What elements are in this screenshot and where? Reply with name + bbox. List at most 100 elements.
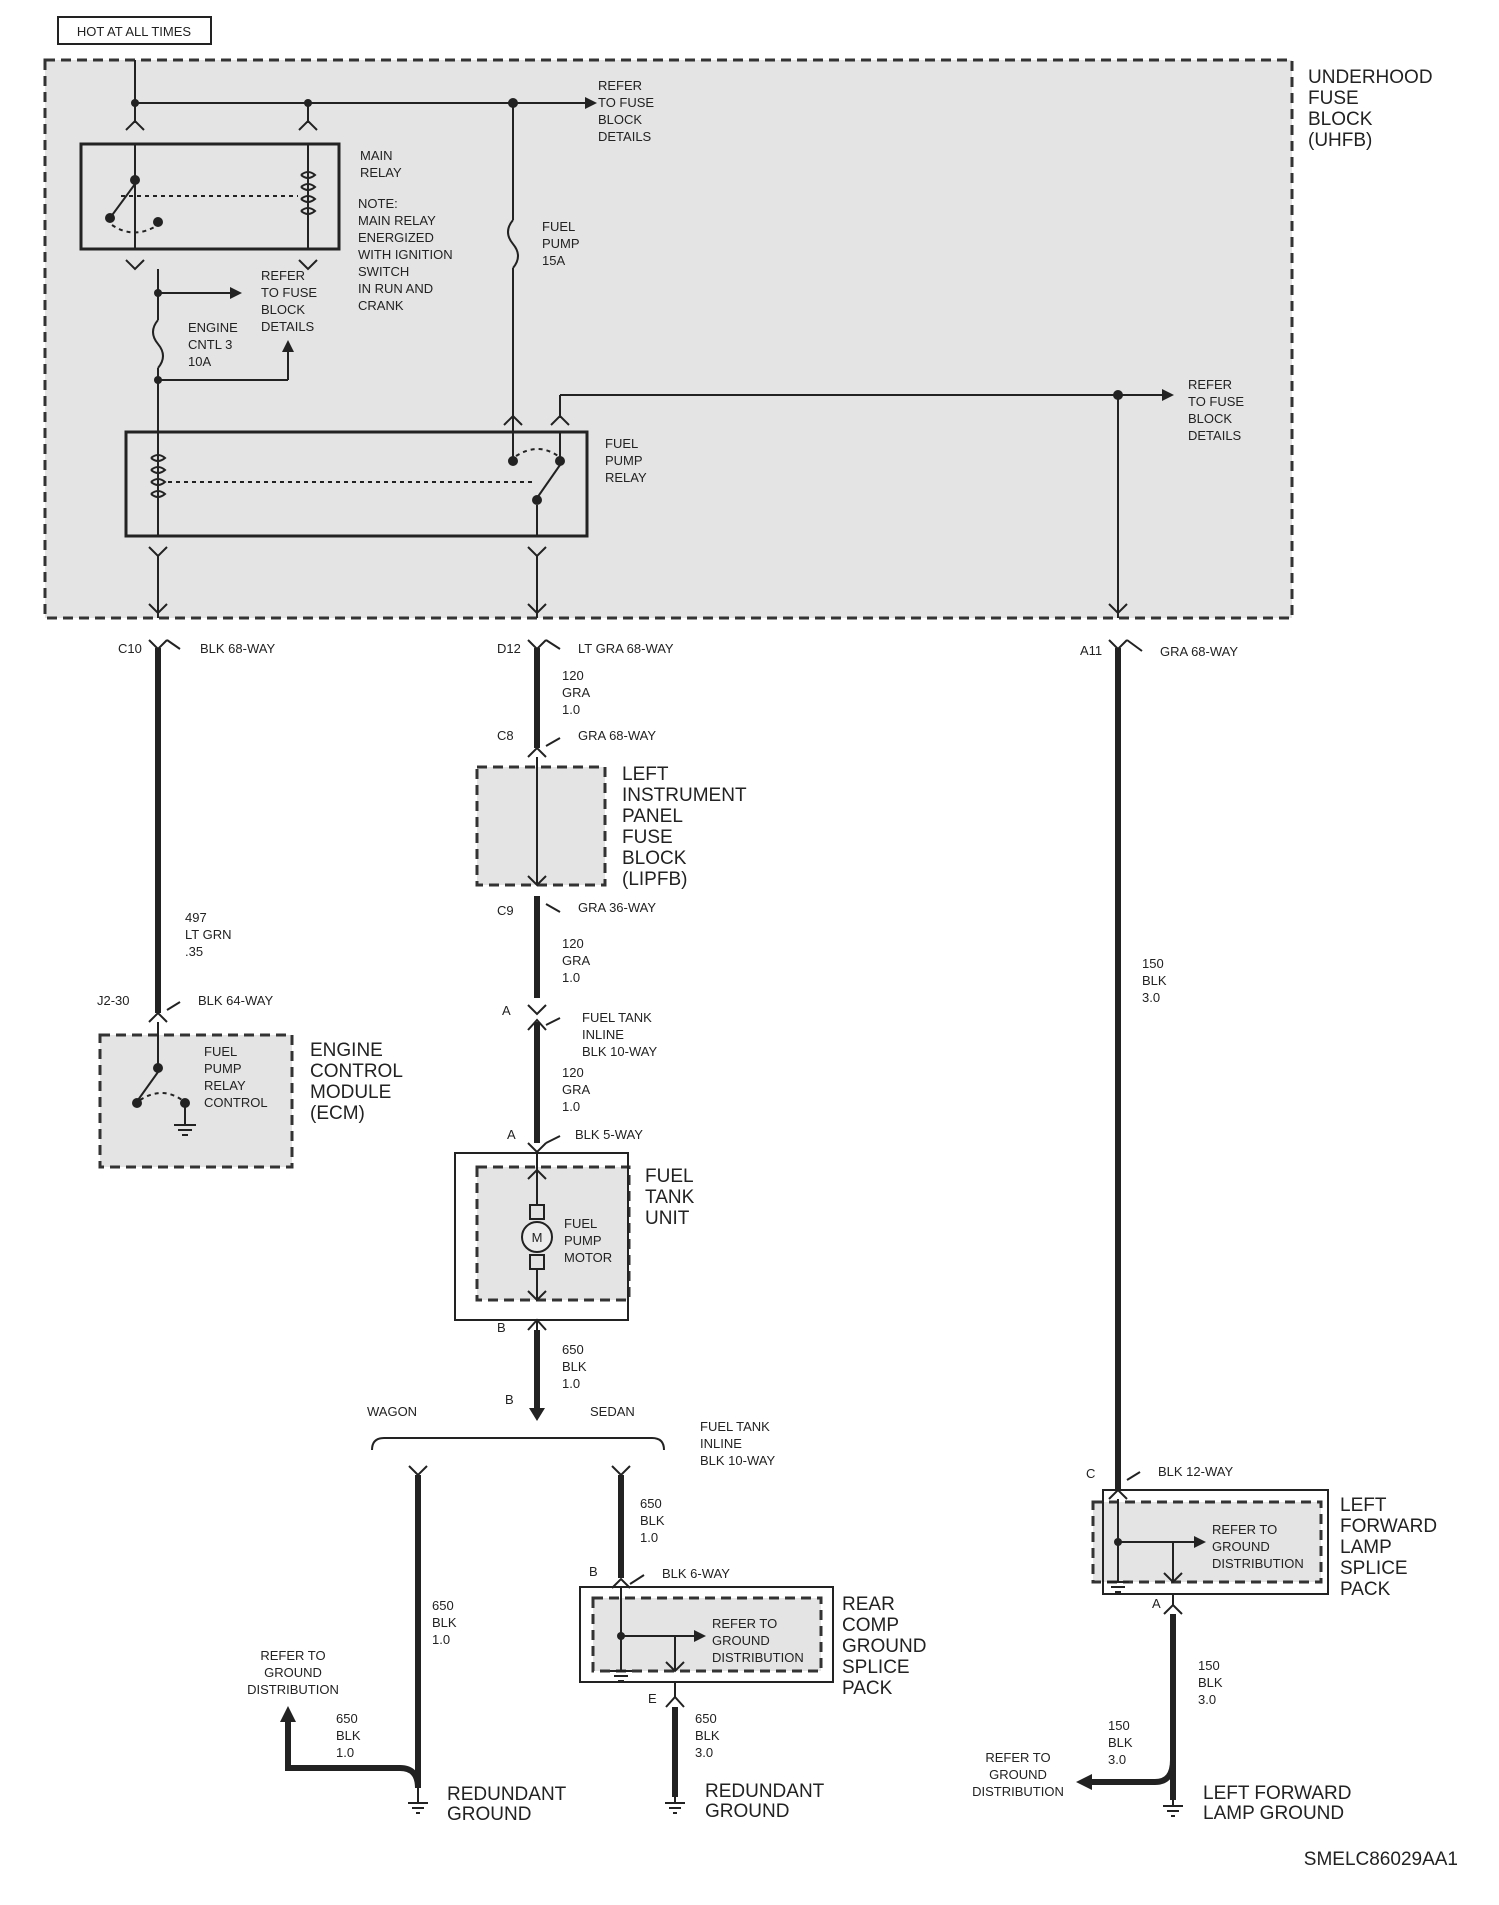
relay-label-line: RELAY (605, 470, 647, 485)
connector-desc: BLK 6-WAY (662, 1566, 730, 1581)
wire-650-tank (527, 1318, 547, 1421)
connector-desc: BLK 64-WAY (198, 993, 273, 1008)
connector-desc: GRA 68-WAY (1160, 644, 1238, 659)
refer-line: TO FUSE (598, 95, 654, 110)
lamp-splice-title-line: FORWARD (1340, 1516, 1437, 1537)
fuse-label-line: FUEL (542, 219, 575, 234)
wire-code-650-splice: 650 BLK 3.0 (695, 1711, 720, 1760)
underhood-fuse-block-zone (43, 58, 1294, 620)
lamp-splice-pack (1102, 1489, 1329, 1595)
wire-code-line: BLK (562, 1359, 587, 1374)
lipfb-title-line: BLOCK (622, 848, 687, 869)
wire-code-120-a: 120 GRA 1.0 (562, 668, 591, 717)
wire-code-line: 150 (1142, 956, 1164, 971)
wagon-sedan-brace: WAGON SEDAN (367, 1404, 665, 1451)
splice-inner-line: DISTRIBUTION (712, 1650, 804, 1665)
fuel-pump-fuse-label: FUEL PUMP 15A (542, 219, 580, 268)
motor-symbol: M (532, 1230, 543, 1245)
wire-code-line: 120 (562, 936, 584, 951)
wire-code-line: GRA (562, 685, 591, 700)
connector-tank-a: A BLK 5-WAY (507, 1127, 643, 1144)
splice-inner-line: REFER TO (1212, 1522, 1277, 1537)
wire-code-line: 1.0 (336, 1745, 354, 1760)
connector-pin: C8 (497, 728, 514, 743)
tank-title-line: UNIT (645, 1208, 690, 1229)
connector-splice-e: E (648, 1691, 657, 1706)
main-relay-label-line: MAIN (360, 148, 393, 163)
ecm-inner-line: PUMP (204, 1061, 242, 1076)
pump-label-line: PUMP (564, 1233, 602, 1248)
wire-code-line: 3.0 (1198, 1692, 1216, 1707)
wire-code-650-wagon: 650 BLK 1.0 (432, 1598, 457, 1647)
engine-fuse-symbol (152, 319, 164, 369)
refer-ground-wagon: REFER TO GROUND DISTRIBUTION (247, 1648, 339, 1697)
ecm-zone (98, 1033, 294, 1169)
rear-splice-pack-zone (591, 1596, 823, 1673)
ecm-inner-line: CONTROL (204, 1095, 268, 1110)
lipfb-title-line: LEFT (622, 764, 669, 785)
rear-splice-inner-label: REFER TO GROUND DISTRIBUTION (712, 1616, 804, 1665)
wagon-ground-branch (280, 1465, 428, 1814)
main-relay-note: NOTE: MAIN RELAY ENERGIZED WITH IGNITION… (358, 196, 453, 313)
refer-fuse-block-right: REFER TO FUSE BLOCK DETAILS (1188, 377, 1244, 443)
rear-splice-title: REAR COMP GROUND SPLICE PACK (842, 1594, 926, 1699)
hot-at-all-times-label: HOT AT ALL TIMES (77, 24, 191, 39)
ground-label-line: LEFT FORWARD (1203, 1783, 1352, 1804)
relay-label-line: FUEL (605, 436, 638, 451)
connector-desc: GRA 36-WAY (578, 900, 656, 915)
rear-splice-title-line: REAR (842, 1594, 895, 1615)
fuse-label-line: CNTL 3 (188, 337, 232, 352)
connector-inline-b-pin: B (505, 1392, 514, 1407)
refer-line: REFER (261, 268, 305, 283)
sedan-branch (611, 1465, 631, 1598)
refer-line: DETAILS (261, 319, 315, 334)
engine-cntl-fuse-branch (152, 269, 294, 430)
lipfb-title-line: FUSE (622, 827, 673, 848)
refer-ground-line: REFER TO (260, 1648, 325, 1663)
splice-inner-line: GROUND (712, 1633, 770, 1648)
connector-desc-line: BLK 10-WAY (582, 1044, 657, 1059)
note-line: SWITCH (358, 264, 409, 279)
wire-code-line: 120 (562, 1065, 584, 1080)
redundant-ground-sedan: REDUNDANT GROUND (705, 1781, 825, 1822)
refer-line: BLOCK (261, 302, 305, 317)
wire-code-line: 650 (640, 1496, 662, 1511)
wire-code-150-lamp: 150 BLK 3.0 (1198, 1658, 1223, 1707)
wire-code-line: BLK (1108, 1735, 1133, 1750)
connector-pin: A11 (1080, 643, 1102, 658)
ecm-title-line: CONTROL (310, 1061, 403, 1082)
refer-ground-line: GROUND (989, 1767, 1047, 1782)
refer-line: TO FUSE (1188, 394, 1244, 409)
wire-code-line: BLK (1198, 1675, 1223, 1690)
splice-inner-line: GROUND (1212, 1539, 1270, 1554)
wire-120-gra-upper (527, 639, 547, 887)
pump-label-line: FUEL (564, 1216, 597, 1231)
connector-pin: C9 (497, 903, 514, 918)
fuse-label-line: ENGINE (188, 320, 238, 335)
connector-splice-b: B BLK 6-WAY (589, 1564, 730, 1585)
lipfb-title-line: INSTRUMENT (622, 785, 747, 806)
connector-pin: A (502, 1003, 511, 1018)
lamp-splice-title-line: SPLICE (1340, 1558, 1408, 1579)
connector-c10: C10 BLK 68-WAY (118, 639, 275, 656)
fuel-pump-relay (124, 414, 589, 618)
hot-at-all-times-box (57, 16, 212, 45)
main-relay (79, 142, 341, 271)
figure-id: SMELC86029AA1 (1304, 1849, 1458, 1870)
ground-label-line: GROUND (705, 1801, 789, 1822)
pump-motor-circle (521, 1221, 553, 1253)
fuel-tank-unit-zone (475, 1165, 631, 1302)
note-line: MAIN RELAY (358, 213, 436, 228)
refer-line: REFER (1188, 377, 1232, 392)
lipfb-title-line: (LIPFB) (622, 869, 687, 890)
refer-fuse-block-engine: REFER TO FUSE BLOCK DETAILS (261, 268, 317, 334)
lipfb-title-line: PANEL (622, 806, 683, 827)
rear-splice-title-line: GROUND (842, 1636, 926, 1657)
wire-code-120-c: 120 GRA 1.0 (562, 1065, 591, 1114)
connector-j2-30: J2-30 BLK 64-WAY (97, 993, 273, 1011)
wire-code-650-sedan: 650 BLK 1.0 (640, 1496, 665, 1545)
rear-splice-title-line: COMP (842, 1615, 899, 1636)
uhfb-title-line: (UHFB) (1308, 130, 1372, 151)
connector-pin: D12 (497, 641, 521, 656)
fuel-pump-fuse-column (507, 103, 519, 433)
